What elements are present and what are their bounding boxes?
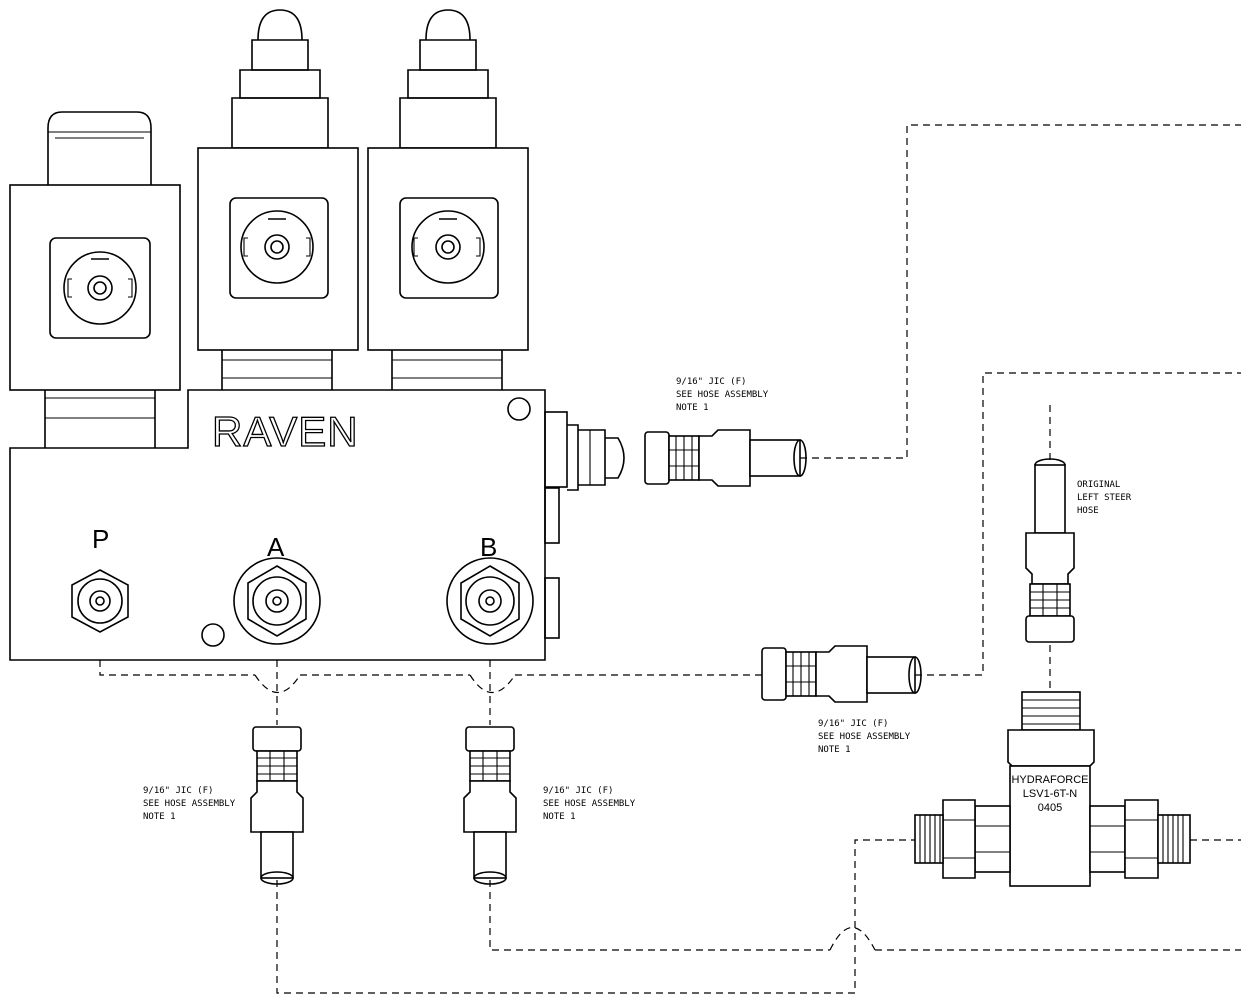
svg-text:9/16" JIC (F): 9/16" JIC (F): [143, 786, 213, 796]
svg-text:NOTE 1: NOTE 1: [818, 745, 851, 755]
svg-text:9/16" JIC (F): 9/16" JIC (F): [676, 377, 746, 387]
hose-end-port-b: [463, 726, 517, 885]
svg-text:HOSE: HOSE: [1077, 506, 1099, 516]
valve-label-code: 0405: [1038, 802, 1062, 814]
valve-manifold-block: [9, 389, 625, 661]
callout-middle-fitting: 9/16" JIC (F) SEE HOSE ASSEMBLY NOTE 1: [818, 719, 911, 755]
port-a-fitting: [233, 557, 321, 645]
port-label-b: B: [480, 532, 497, 562]
svg-text:9/16" JIC (F): 9/16" JIC (F): [543, 786, 613, 796]
svg-text:SEE HOSE ASSEMBLY: SEE HOSE ASSEMBLY: [818, 732, 911, 742]
hose-routing-lines: [99, 124, 1241, 994]
svg-text:NOTE 1: NOTE 1: [143, 812, 176, 822]
callout-port-b-fitting: 9/16" JIC (F) SEE HOSE ASSEMBLY NOTE 1: [543, 786, 636, 822]
callout-steer-hose: ORIGINAL LEFT STEER HOSE: [1077, 480, 1132, 516]
valve-label-model: LSV1-6T-N: [1023, 788, 1077, 800]
solenoid-coil-middle: [197, 9, 359, 390]
svg-text:NOTE 1: NOTE 1: [676, 403, 709, 413]
svg-text:LEFT STEER: LEFT STEER: [1077, 493, 1132, 503]
svg-text:SEE HOSE ASSEMBLY: SEE HOSE ASSEMBLY: [543, 799, 636, 809]
svg-text:SEE HOSE ASSEMBLY: SEE HOSE ASSEMBLY: [143, 799, 236, 809]
svg-text:9/16" JIC (F): 9/16" JIC (F): [818, 719, 888, 729]
solenoid-coil-left: [9, 111, 181, 448]
port-b-fitting: [446, 557, 534, 645]
solenoid-coil-right: [367, 9, 529, 390]
svg-text:ORIGINAL: ORIGINAL: [1077, 480, 1120, 490]
callout-port-a-fitting: 9/16" JIC (F) SEE HOSE ASSEMBLY NOTE 1: [143, 786, 236, 822]
port-label-a: A: [267, 532, 285, 562]
hose-end-top: [644, 429, 807, 487]
hydraforce-valve: [914, 691, 1191, 887]
port-label-p: P: [92, 524, 109, 554]
manifold-brand-logo: RAVEN: [212, 408, 359, 455]
port-p-fitting: [71, 569, 129, 633]
hose-end-middle: [761, 645, 922, 703]
valve-label-brand: HYDRAFORCE: [1011, 774, 1088, 786]
hose-end-port-a: [250, 726, 304, 885]
original-steer-hose-end: [1025, 458, 1075, 643]
svg-text:NOTE 1: NOTE 1: [543, 812, 576, 822]
callout-top-fitting: 9/16" JIC (F) SEE HOSE ASSEMBLY NOTE 1: [676, 377, 769, 413]
svg-text:SEE HOSE ASSEMBLY: SEE HOSE ASSEMBLY: [676, 390, 769, 400]
